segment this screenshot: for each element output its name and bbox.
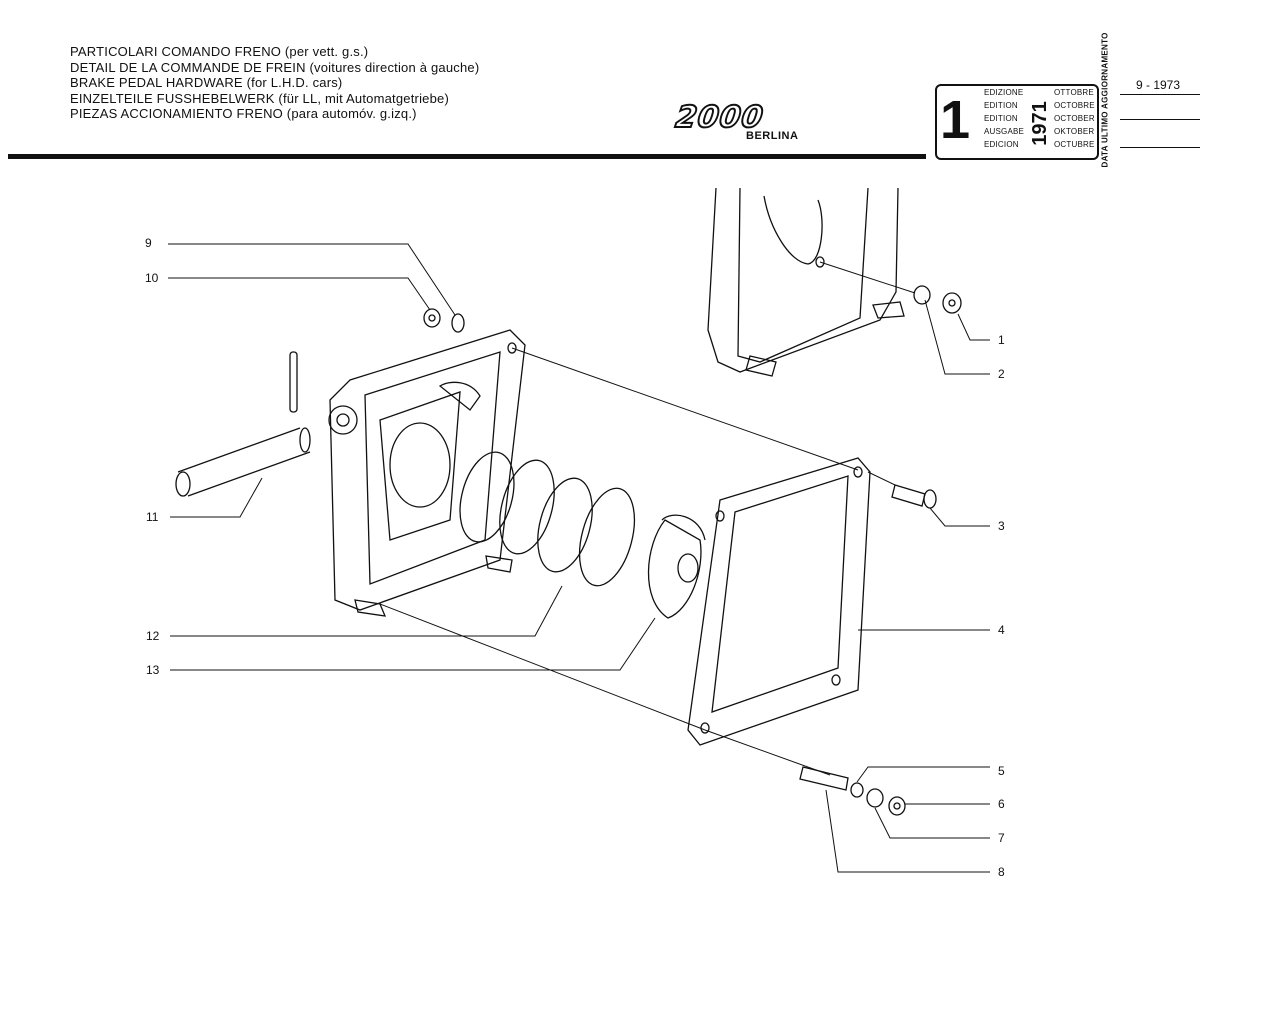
update-line: [1120, 119, 1200, 120]
edition-box: [935, 84, 1099, 160]
callout-3: 3: [998, 519, 1005, 533]
callout-4: 4: [998, 623, 1005, 637]
callout-6: 6: [998, 797, 1005, 811]
edition-label: EDITION: [984, 114, 1018, 123]
edition-label: EDITION: [984, 101, 1018, 110]
edition-number: 1: [940, 90, 971, 150]
callout-12: 12: [146, 629, 160, 643]
update-line: [1120, 147, 1200, 148]
edition-month: OKTOBER: [1054, 127, 1095, 136]
callout-10: 10: [145, 271, 159, 285]
callout-5: 5: [998, 764, 1005, 778]
title-french: DETAIL DE LA COMMANDE DE FREIN (voitures…: [70, 59, 480, 75]
callout-11: 11: [146, 510, 159, 524]
stud-8: [799, 766, 849, 791]
edition-month: OCTUBRE: [1054, 140, 1095, 149]
model-variant: BERLINA: [746, 130, 799, 142]
callout-9: 9: [145, 236, 152, 250]
bolt-3: [891, 484, 937, 509]
title-block: PARTICOLARI COMANDO FRENO (per vett. g.s…: [70, 44, 479, 122]
edition-month: OCTOBER: [1054, 114, 1095, 123]
edition-month: OCTOBRE: [1054, 101, 1095, 110]
washer-5: [850, 782, 864, 798]
washer-2: [913, 285, 931, 305]
callout-8: 8: [998, 865, 1005, 879]
header-rule: [8, 154, 926, 159]
return-springs: [459, 451, 636, 587]
callout-2: 2: [998, 367, 1005, 381]
nut-10: [423, 308, 441, 328]
callout-1: 1: [998, 333, 1005, 347]
callout-7: 7: [998, 831, 1005, 845]
edition-label: EDICION: [984, 140, 1019, 149]
housing-fragment: [707, 187, 905, 377]
edition-month: OTTOBRE: [1054, 88, 1094, 97]
title-german: EINZELTEILE FUSSHEBELWERK (für LL, mit A…: [70, 90, 449, 106]
last-update-value: 9 - 1973: [1136, 78, 1181, 92]
edition-label: AUSGABE: [984, 127, 1025, 136]
title-italian: PARTICOLARI COMANDO FRENO (per vett. g.s…: [70, 44, 369, 59]
brake-housing: [328, 329, 526, 617]
nut-1: [942, 292, 962, 314]
washer-9: [451, 313, 465, 333]
leader-lines: [168, 243, 990, 873]
nut-6: [888, 796, 906, 816]
roll-pin: [289, 351, 298, 413]
cover-gasket: [687, 457, 871, 746]
title-english: BRAKE PEDAL HARDWARE (for L.H.D. cars): [70, 75, 343, 90]
spring-cup: [647, 514, 706, 619]
pivot-pin: [175, 427, 311, 497]
callout-13: 13: [146, 663, 160, 677]
washer-7: [866, 788, 884, 808]
title-spanish: PIEZAS ACCIONAMIENTO FRENO (para automóv…: [70, 106, 417, 121]
edition-label: EDIZIONE: [984, 88, 1024, 97]
update-line: [1120, 94, 1200, 95]
